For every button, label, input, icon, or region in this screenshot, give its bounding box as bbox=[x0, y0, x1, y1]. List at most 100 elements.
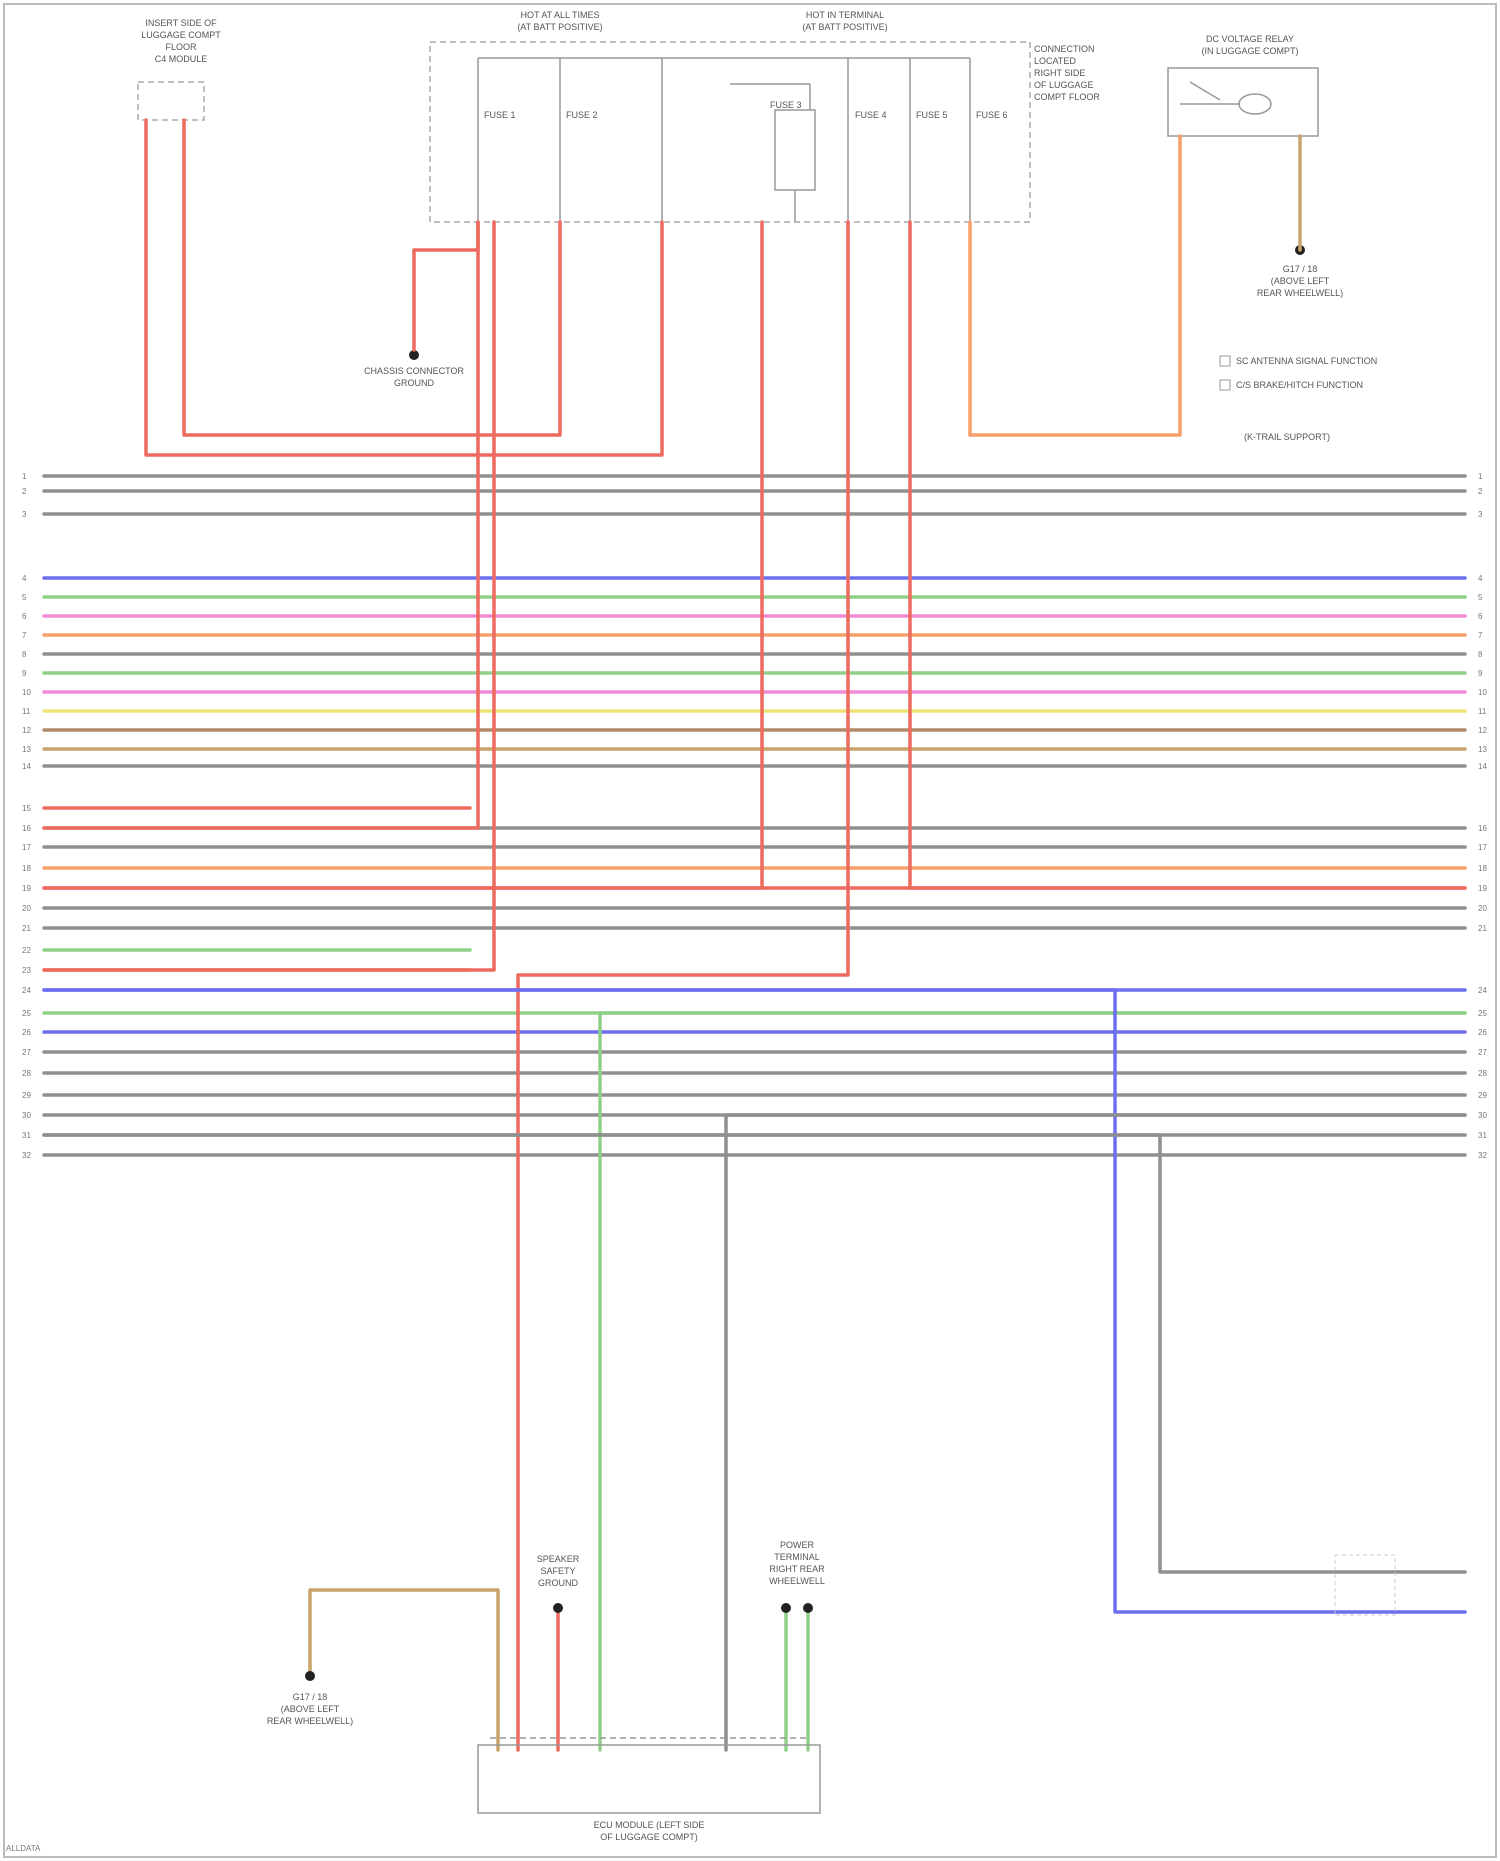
pin-left-5: 5 bbox=[22, 593, 27, 602]
speaker-ground-label-1: SPEAKER bbox=[537, 1554, 580, 1564]
pin-left-2: 2 bbox=[22, 487, 27, 496]
pin-right-17: 17 bbox=[1478, 843, 1487, 852]
pin-left-30: 30 bbox=[22, 1111, 31, 1120]
ground-top-label-1: G17 / 18 bbox=[1283, 264, 1318, 274]
splice-ground-label-2: GROUND bbox=[394, 378, 434, 388]
splice-ground-label-1: CHASSIS CONNECTOR bbox=[364, 366, 464, 376]
pin-left-4: 4 bbox=[22, 574, 27, 583]
pin-left-29: 29 bbox=[22, 1091, 31, 1100]
bottom-ground-label-3: REAR WHEELWELL) bbox=[267, 1716, 353, 1726]
power-terminal-label-1: POWER bbox=[780, 1540, 815, 1550]
right-top-label-2: (IN LUGGAGE COMPT) bbox=[1201, 46, 1298, 56]
pin-right-19: 19 bbox=[1478, 884, 1487, 893]
pin-right-5: 5 bbox=[1478, 593, 1483, 602]
hot-label-2a: HOT IN TERMINAL bbox=[806, 10, 884, 20]
pin-right-29: 29 bbox=[1478, 1091, 1487, 1100]
pin-left-32: 32 bbox=[22, 1151, 31, 1160]
bottom-module: ECU MODULE (LEFT SIDE OF LUGGAGE COMPT) bbox=[478, 1738, 820, 1842]
pin-left-8: 8 bbox=[22, 650, 27, 659]
pin-right-21: 21 bbox=[1478, 924, 1487, 933]
pin-right-7: 7 bbox=[1478, 631, 1483, 640]
pin-left-19: 19 bbox=[22, 884, 31, 893]
pin-left-12: 12 bbox=[22, 726, 31, 735]
ground-top-right: G17 / 18 (ABOVE LEFT REAR WHEELWELL) bbox=[1257, 245, 1343, 298]
wire-gray-right bbox=[44, 1135, 1465, 1572]
wire-gray-mid bbox=[726, 1115, 1465, 1750]
pin-left-24: 24 bbox=[22, 986, 31, 995]
fuse-2-label: FUSE 2 bbox=[566, 110, 598, 120]
pin-right-26: 26 bbox=[1478, 1028, 1487, 1037]
splice-label: (K-TRAIL SUPPORT) bbox=[1244, 432, 1330, 442]
pin-right-28: 28 bbox=[1478, 1069, 1487, 1078]
pin-left-7: 7 bbox=[22, 631, 27, 640]
left-top-label-2: LUGGAGE COMPT bbox=[141, 30, 221, 40]
legend: SC ANTENNA SIGNAL FUNCTION C/S BRAKE/HIT… bbox=[1220, 356, 1377, 390]
footer-text: ALLDATA bbox=[6, 1844, 40, 1853]
pin-left-27: 27 bbox=[22, 1048, 31, 1057]
pin-right-30: 30 bbox=[1478, 1111, 1487, 1120]
pin-right-1: 1 bbox=[1478, 472, 1483, 481]
left-top-component: INSERT SIDE OF LUGGAGE COMPT FLOOR C4 MO… bbox=[138, 18, 221, 120]
bottom-ground: G17 / 18 (ABOVE LEFT REAR WHEELWELL) bbox=[267, 1671, 353, 1726]
pin-left-1: 1 bbox=[22, 472, 27, 481]
pin-left-31: 31 bbox=[22, 1131, 31, 1140]
pin-right-24: 24 bbox=[1478, 986, 1487, 995]
pin-left-15: 15 bbox=[22, 804, 31, 813]
pin-left-11: 11 bbox=[22, 707, 31, 716]
wire-left-red-2 bbox=[184, 120, 560, 435]
right-bottom-connector bbox=[1335, 1555, 1395, 1615]
wire-left-red-1 bbox=[146, 120, 662, 455]
bottom-module-label-2: OF LUGGAGE COMPT) bbox=[600, 1832, 698, 1842]
pin-right-6: 6 bbox=[1478, 612, 1483, 621]
wire-fuse6-orange bbox=[970, 136, 1180, 435]
wire-splice-red bbox=[414, 222, 478, 350]
power-terminal-label-3: RIGHT REAR bbox=[769, 1564, 825, 1574]
pin-left-16: 16 bbox=[22, 824, 31, 833]
pin-right-13: 13 bbox=[1478, 745, 1487, 754]
right-top-label-1: DC VOLTAGE RELAY bbox=[1206, 34, 1294, 44]
splice-ground: CHASSIS CONNECTOR GROUND bbox=[364, 350, 464, 388]
pin-right-10: 10 bbox=[1478, 688, 1487, 697]
fuse-box-label-5: COMPT FLOOR bbox=[1034, 92, 1100, 102]
bottom-ground-label-1: G17 / 18 bbox=[293, 1692, 328, 1702]
wire-tan-bottom bbox=[310, 1590, 498, 1750]
bottom-ground-label-2: (ABOVE LEFT bbox=[281, 1704, 340, 1714]
power-terminal: POWER TERMINAL RIGHT REAR WHEELWELL bbox=[769, 1540, 825, 1613]
speaker-ground-label-3: GROUND bbox=[538, 1578, 578, 1588]
pin-right-18: 18 bbox=[1478, 864, 1487, 873]
pin-left-3: 3 bbox=[22, 510, 27, 519]
fuse-4-label: FUSE 4 bbox=[855, 110, 887, 120]
pin-right-11: 11 bbox=[1478, 707, 1487, 716]
pin-left-17: 17 bbox=[22, 843, 31, 852]
legend-item-2: C/S BRAKE/HITCH FUNCTION bbox=[1236, 380, 1363, 390]
pin-left-13: 13 bbox=[22, 745, 31, 754]
hot-label-2b: (AT BATT POSITIVE) bbox=[802, 22, 887, 32]
ground-top-label-3: REAR WHEELWELL) bbox=[1257, 288, 1343, 298]
pin-right-9: 9 bbox=[1478, 669, 1483, 678]
legend-item-1: SC ANTENNA SIGNAL FUNCTION bbox=[1236, 356, 1377, 366]
pin-right-32: 32 bbox=[1478, 1151, 1487, 1160]
pin-right-20: 20 bbox=[1478, 904, 1487, 913]
pin-right-3: 3 bbox=[1478, 510, 1483, 519]
pin-left-6: 6 bbox=[22, 612, 27, 621]
pin-left-18: 18 bbox=[22, 864, 31, 873]
power-terminal-label-4: WHEELWELL bbox=[769, 1576, 825, 1586]
pin-right-4: 4 bbox=[1478, 574, 1483, 583]
wire-fuse4-down bbox=[518, 222, 848, 1750]
pin-right-31: 31 bbox=[1478, 1131, 1487, 1140]
pin-right-8: 8 bbox=[1478, 650, 1483, 659]
pin-right-16: 16 bbox=[1478, 824, 1487, 833]
pin-right-27: 27 bbox=[1478, 1048, 1487, 1057]
wire-blue-right bbox=[44, 990, 1465, 1612]
ground-top-label-2: (ABOVE LEFT bbox=[1271, 276, 1330, 286]
fuse-6-label: FUSE 6 bbox=[976, 110, 1008, 120]
fuse-box-label-1: CONNECTION bbox=[1034, 44, 1095, 54]
wire-fuse3-down bbox=[44, 222, 762, 888]
left-top-label-4: C4 MODULE bbox=[155, 54, 208, 64]
pin-left-22: 22 bbox=[22, 946, 31, 955]
hot-label-1b: (AT BATT POSITIVE) bbox=[517, 22, 602, 32]
pin-left-26: 26 bbox=[22, 1028, 31, 1037]
